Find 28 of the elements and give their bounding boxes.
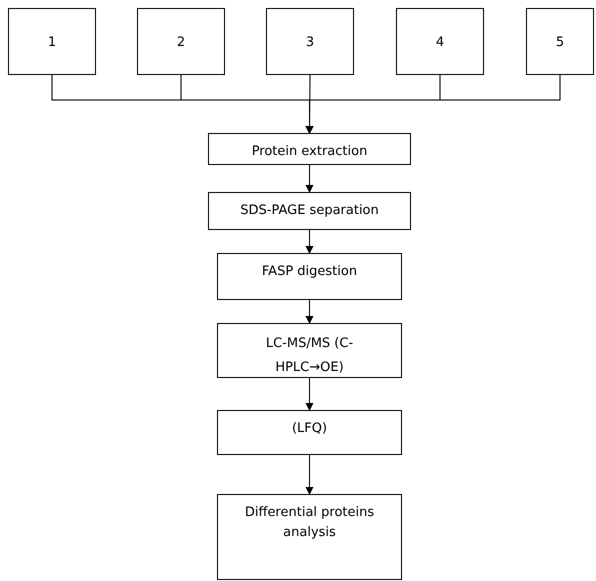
process-box [266,8,354,75]
process-box [137,8,225,75]
box-label: Differential proteins analysis [244,504,376,542]
box-label: SDS-PAGE separation [240,202,379,220]
process-box [217,253,402,300]
arrow [306,164,314,193]
box-label: 2 [176,34,186,52]
process-box [396,8,484,75]
process-box [208,133,411,165]
process-box [217,494,402,580]
process-box [217,410,402,455]
box-label: (LFQ) [292,420,328,438]
process-box [526,8,594,75]
arrow [306,378,314,411]
arrow [306,454,314,495]
box-label: 4 [436,34,444,52]
box-label: Protein extraction [252,143,368,161]
arrow [306,230,314,254]
process-box [8,8,96,75]
arrow [306,300,314,324]
box-label: FASP digestion [262,263,358,281]
arrow [306,74,560,134]
box-label: 3 [306,34,314,52]
box-label: LC-MS/MS (C-HPLC→OE) [264,335,354,377]
process-box [208,192,411,230]
box-label: 1 [48,34,56,52]
process-box [217,323,402,378]
box-label: 5 [556,34,564,52]
